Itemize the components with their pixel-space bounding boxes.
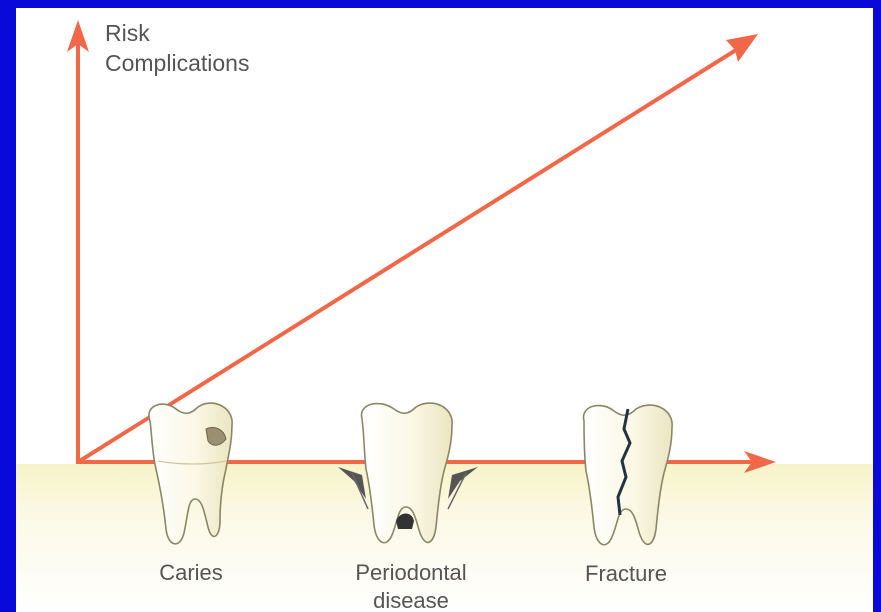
- caries-tooth-icon: [149, 403, 232, 544]
- periodontal-tooth-icon: [338, 403, 478, 543]
- fracture-label: Fracture: [561, 559, 691, 588]
- y-axis-arrow: [67, 20, 89, 462]
- fracture-tooth-icon: [584, 405, 673, 545]
- risk-trend-arrow: [78, 34, 758, 462]
- periodontal-label-line1: Periodontal: [331, 558, 491, 587]
- figure-panel: Risk Complications Caries Periodontal di…: [16, 8, 873, 612]
- y-axis-label-line2: Complications: [105, 48, 249, 78]
- caries-label: Caries: [136, 558, 246, 587]
- risk-diagram: [16, 8, 873, 612]
- y-axis-label-line1: Risk: [105, 18, 150, 48]
- periodontal-label-line2: disease: [331, 586, 491, 612]
